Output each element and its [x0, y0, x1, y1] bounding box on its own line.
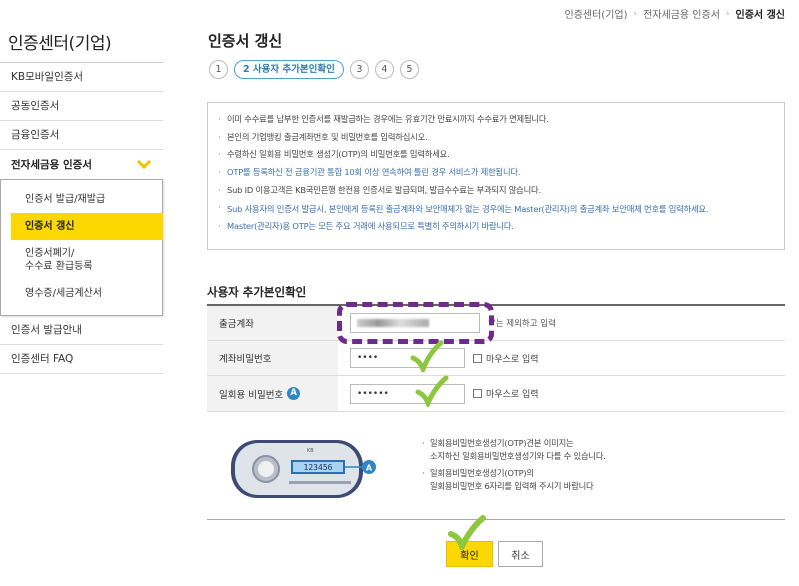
breadcrumb-item[interactable]: 전자세금용 인증서: [643, 10, 720, 21]
account-password-input[interactable]: ••••: [350, 348, 465, 368]
sidebar-item-financial-cert[interactable]: 금융인증서: [0, 121, 163, 150]
account-hint: '-'는 제외하고 입력: [488, 319, 556, 329]
notice-item: 이미 수수료를 납부한 인증서를 재발급하는 경우에는 유효기간 만료시까지 수…: [218, 111, 774, 129]
otp-badge-icon: A: [287, 387, 301, 400]
button-group: 확인 취소: [446, 541, 543, 567]
checkmark-icon: [415, 375, 449, 407]
submenu-item-renew[interactable]: 인증서 갱신: [11, 213, 163, 240]
cancel-button[interactable]: 취소: [498, 541, 543, 567]
checkbox-icon[interactable]: [473, 389, 482, 398]
breadcrumb-item[interactable]: 인증센터(기업): [564, 10, 628, 21]
notice-item: Sub 사용자의 인증서 발급시, 본인에게 등록된 출금계좌와 보안매체가 없…: [218, 200, 774, 218]
otp-device-display: 123456: [304, 463, 333, 472]
breadcrumb-separator-icon: ›: [725, 8, 730, 19]
sidebar-submenu: 인증서 발급/재발급 인증서 갱신 인증서폐기/ 수수료 환급등록 영수증/세금…: [0, 179, 163, 316]
checkmark-icon: [448, 515, 486, 550]
sidebar-menu: KB모바일인증서 공동인증서 금융인증서 전자세금용 인증서 인증서 발급/재발…: [0, 62, 163, 374]
chevron-down-icon: [136, 154, 152, 170]
checkbox-label: 마우스로 입력: [486, 354, 539, 365]
notice-item: 본인의 기업뱅킹 출금계좌번호 및 비밀번호를 입력하십시오.: [218, 129, 774, 147]
otp-label: 일회용 비밀번호 A: [207, 376, 338, 411]
checkbox-icon[interactable]: [473, 353, 482, 363]
step-4: 4: [374, 60, 394, 79]
form-row-otp: 일회용 비밀번호 A •••••• 마우스로 입력: [207, 376, 785, 412]
form-row-password: 계좌비밀번호 •••• 마우스로 입력: [207, 341, 785, 376]
mouse-input-checkbox[interactable]: 마우스로 입력: [473, 352, 539, 365]
step-3: 3: [349, 60, 369, 79]
password-label: 계좌비밀번호: [207, 341, 338, 375]
otp-device-icon: KB 123456 A: [231, 440, 376, 498]
page-title: 인증서 갱신: [208, 32, 283, 50]
otp-mouse-input-checkbox[interactable]: 마우스로 입력: [473, 387, 539, 400]
highlight-annotation: [337, 302, 494, 344]
otp-label-text: 일회용 비밀번호: [219, 389, 284, 401]
step-1: 1: [209, 60, 228, 79]
notice-item: Sub ID 이용고객은 KB국민은행 한전용 인증서로 발급되며, 발급수수료…: [218, 182, 774, 200]
sidebar-item-tax-cert[interactable]: 전자세금용 인증서: [0, 150, 163, 179]
sidebar-item-joint-cert[interactable]: 공동인증서: [0, 92, 163, 121]
section-title: 사용자 추가본인확인: [207, 285, 307, 299]
verification-form: 출금계좌 '-'는 제외하고 입력 계좌비밀번호 •••• 마우스로 입력 일회…: [207, 304, 785, 412]
notice-item: 수령하신 일회용 비밀번호 생성기(OTP)의 비밀번호를 입력하세요.: [218, 146, 774, 164]
submenu-item-issue[interactable]: 인증서 발급/재발급: [25, 194, 106, 205]
submenu-item-receipt[interactable]: 영수증/세금계산서: [25, 288, 102, 299]
masked-account-value: [357, 319, 429, 327]
otp-note-item: 일회용비밀번호생성기(OTP)견본 이미지는 소지하신 일회용비밀번호생성기와 …: [422, 437, 606, 463]
confirm-button[interactable]: 확인: [446, 541, 493, 567]
otp-notes: 일회용비밀번호생성기(OTP)견본 이미지는 소지하신 일회용비밀번호생성기와 …: [422, 437, 606, 493]
notice-box: 이미 수수료를 납부한 인증서를 재발급하는 경우에는 유효기간 만료시까지 수…: [207, 102, 785, 250]
checkbox-label: 마우스로 입력: [486, 390, 539, 400]
breadcrumb-separator-icon: ›: [633, 8, 638, 19]
account-label: 출금계좌: [207, 306, 338, 340]
breadcrumb: 인증센터(기업) › 전자세금용 인증서 › 인증서 갱신: [564, 6, 786, 22]
notice-item: OTP를 등록하신 전 금융기관 통합 10회 이상 연속하여 틀린 경우 서비…: [218, 164, 774, 182]
checkmark-icon: [410, 340, 444, 372]
notice-item: Master(관리자)용 OTP는 모든 주요 거래에 사용되므로 특별히 주의…: [218, 218, 774, 236]
otp-note-item: 일회용비밀번호생성기(OTP)의 일회용비밀번호 6자리를 입력해 주시기 바랍…: [422, 467, 606, 493]
step-5: 5: [399, 60, 419, 79]
step-indicator: 1 2 사용자 추가본인확인 3 4 5: [209, 60, 425, 79]
sidebar-item-kb-mobile[interactable]: KB모바일인증서: [0, 63, 163, 92]
breadcrumb-current: 인증서 갱신: [735, 10, 785, 21]
otp-device-brand: KB: [307, 448, 314, 454]
sidebar-item-issue-guide[interactable]: 인증서 발급안내: [0, 316, 163, 345]
form-row-account: 출금계좌 '-'는 제외하고 입력: [207, 306, 785, 341]
step-2-current: 2 사용자 추가본인확인: [234, 60, 344, 79]
submenu-item-revoke[interactable]: 인증서폐기/ 수수료 환급등록: [25, 248, 93, 272]
sidebar-title: 인증센터(기업): [8, 34, 112, 54]
account-number-input[interactable]: [350, 313, 480, 333]
otp-info-area: KB 123456 A 일회용비밀번호생성기(OTP)견본 이미지는 소지하신 …: [207, 420, 785, 520]
sidebar-item-label: 전자세금용 인증서: [11, 158, 92, 171]
otp-device-badge: A: [366, 464, 373, 473]
sidebar-item-faq[interactable]: 인증센터 FAQ: [0, 345, 163, 374]
